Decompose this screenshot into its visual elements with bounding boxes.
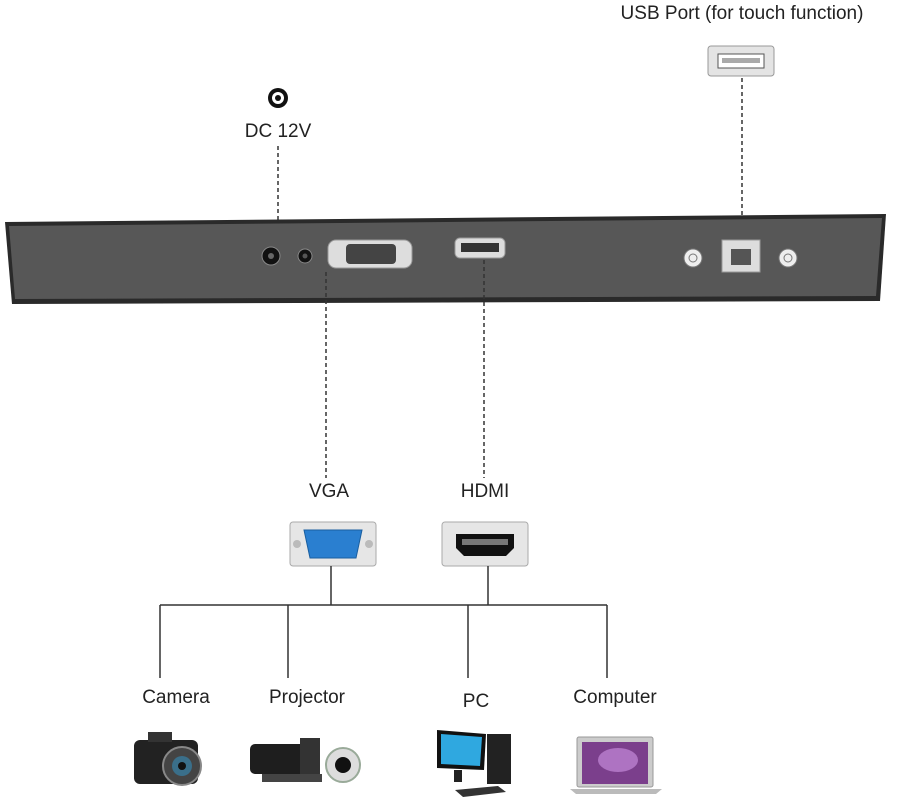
screw-left [683,248,703,268]
hdmi-port [454,237,506,259]
camera-icon [134,732,202,786]
usb-a-port-icon [707,45,775,77]
hdmi-label: HDMI [460,481,510,502]
vga-port [327,239,413,269]
laptop-icon [570,736,662,794]
camera-label: Camera [142,687,210,708]
dc-jack [261,246,281,266]
pc-label: PC [462,691,490,712]
hdmi-connector-icon [441,521,529,567]
screw-right [778,248,798,268]
usb-port-label: USB Port (for touch function) [620,3,864,24]
computer-label: Computer [573,687,657,708]
vga-connector-icon [289,521,377,567]
dc-label: DC 12V [244,121,312,142]
dc-power-icon [268,88,288,108]
usb-b-port [721,239,761,273]
audio-jack [297,248,313,264]
pc-icon [437,730,511,797]
monitor-back-panel [5,214,886,304]
projector-label: Projector [268,687,346,708]
connection-tree [159,566,608,678]
projector-icon [250,738,361,783]
vga-label: VGA [308,481,350,502]
